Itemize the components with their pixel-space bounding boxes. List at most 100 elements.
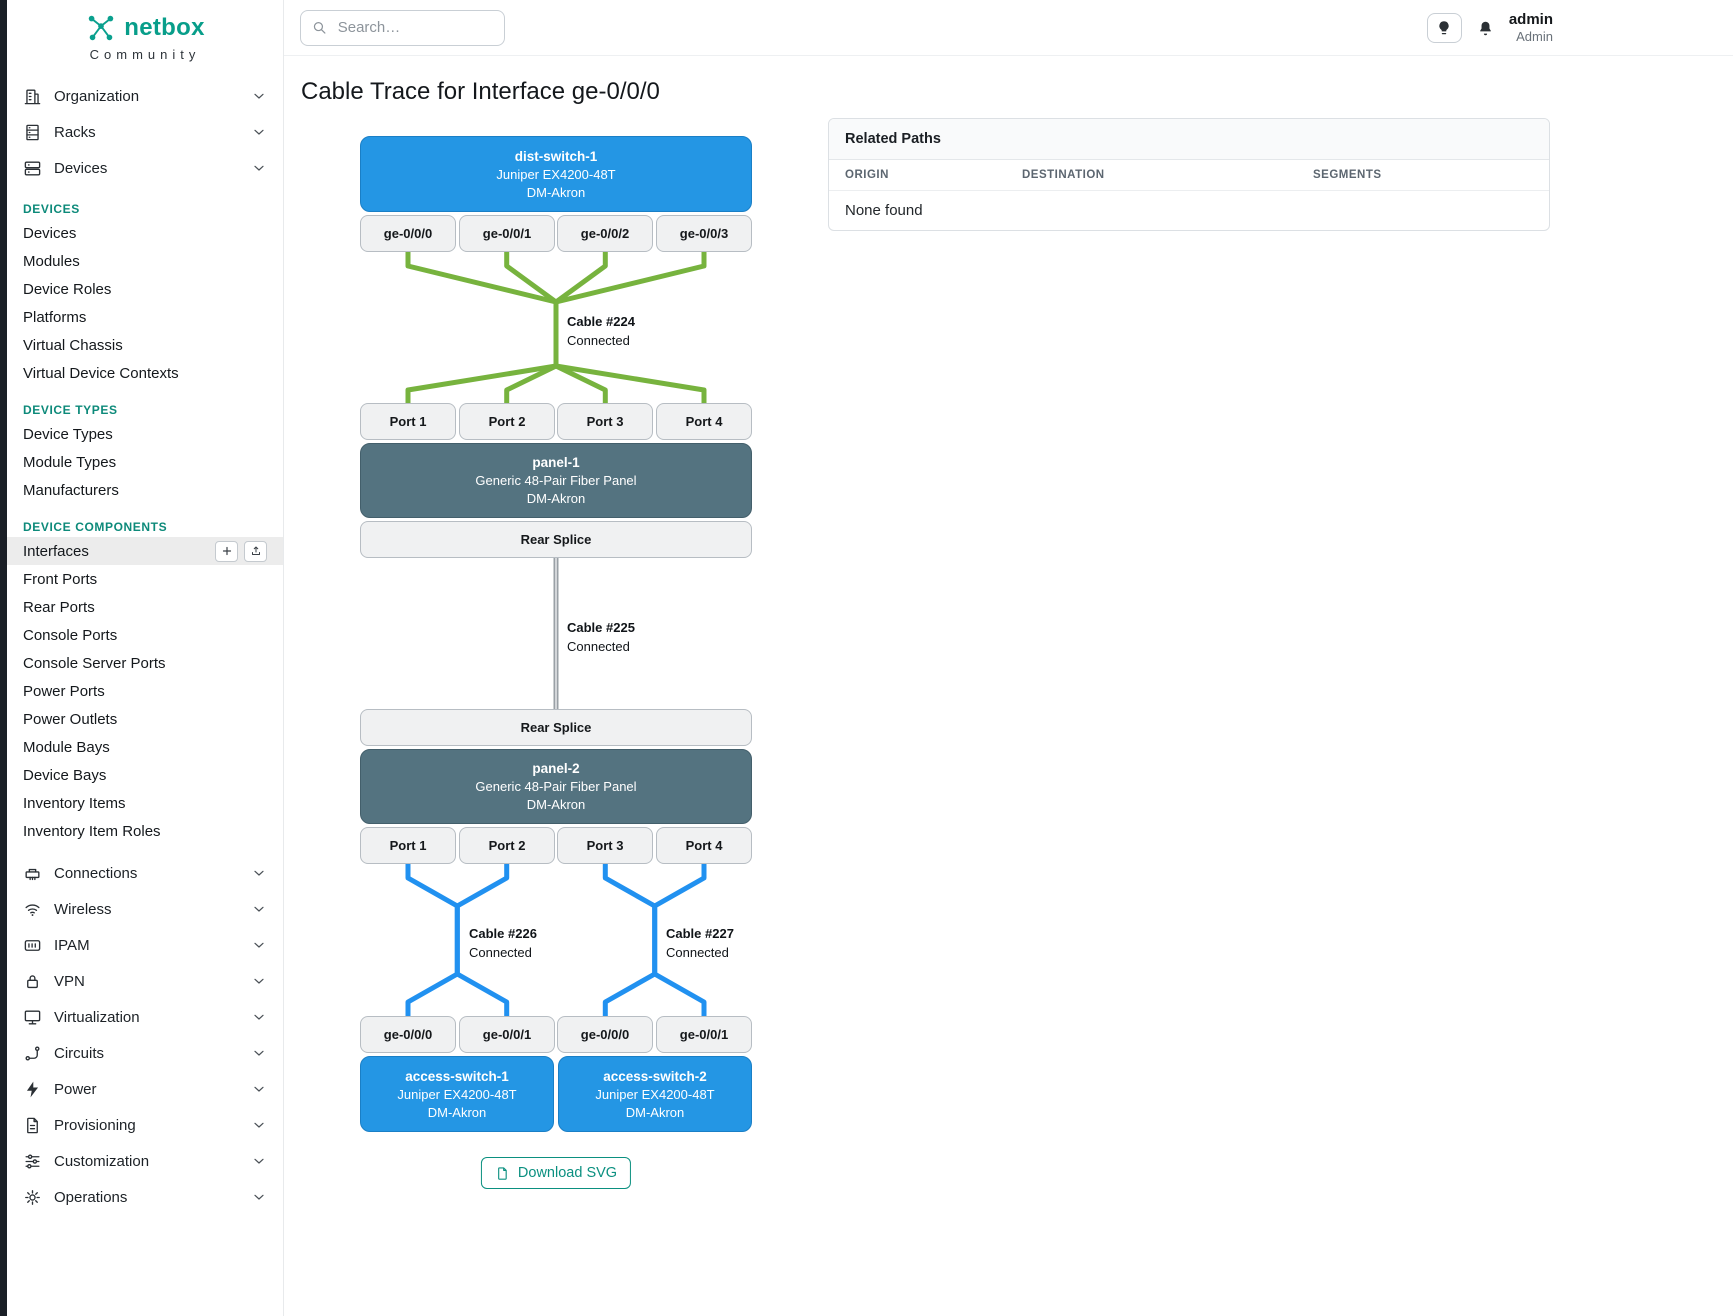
sidebar-heading-device-components: DEVICE COMPONENTS: [23, 520, 168, 534]
chevron-down-icon: [254, 870, 264, 876]
device-site: DM-Akron: [526, 184, 586, 200]
theme-toggle-button[interactable]: [1426, 13, 1462, 43]
sidebar-item-front-ports[interactable]: Front Ports: [23, 570, 98, 588]
front-port-box[interactable]: Port 4: [656, 403, 752, 440]
front-port-box[interactable]: Port 2: [459, 403, 555, 440]
sidebar-group-label: Organization: [54, 87, 140, 105]
sidebar-group-power[interactable]: Power: [7, 1071, 283, 1107]
sidebar-group-provisioning[interactable]: Provisioning: [7, 1107, 283, 1143]
chevron-down-icon: [254, 129, 264, 135]
cable-name: Cable #227: [666, 926, 734, 941]
sidebar: netbox Community Organization Racks Devi…: [0, 0, 284, 1316]
power-icon: [26, 1081, 39, 1097]
sidebar-item-inventory-item-roles[interactable]: Inventory Item Roles: [23, 822, 161, 840]
front-port-box[interactable]: Port 4: [656, 827, 752, 864]
interface-box[interactable]: ge-0/0/1: [656, 1016, 752, 1053]
front-port-box[interactable]: Port 1: [360, 403, 456, 440]
trace-device-access-switch-2[interactable]: access-switch-2 Juniper EX4200-48T DM-Ak…: [558, 1056, 752, 1132]
search-input[interactable]: [335, 18, 493, 37]
sidebar-item-device-types[interactable]: Device Types: [23, 425, 113, 443]
cable-label-225[interactable]: Cable #225 Connected: [567, 620, 635, 654]
sidebar-item-virtual-device-contexts[interactable]: Virtual Device Contexts: [23, 364, 179, 382]
cable-name: Cable #225: [567, 620, 635, 635]
cable-status: Connected: [469, 945, 532, 960]
sidebar-item-virtual-chassis[interactable]: Virtual Chassis: [23, 336, 123, 354]
sidebar-group-ipam[interactable]: IPAM: [7, 927, 283, 963]
interface-box[interactable]: ge-0/0/1: [459, 215, 555, 252]
brand-logo[interactable]: netbox Community: [7, 0, 283, 66]
sidebar-item-module-bays[interactable]: Module Bays: [23, 738, 110, 756]
notifications-button[interactable]: [1476, 19, 1495, 38]
sidebar-group-virtualization[interactable]: Virtualization: [7, 999, 283, 1035]
sidebar-item-device-bays[interactable]: Device Bays: [23, 766, 107, 784]
sidebar-group-label: Devices: [54, 159, 108, 177]
sidebar-group-racks[interactable]: Racks: [7, 114, 283, 150]
sidebar-item-platforms[interactable]: Platforms: [23, 308, 87, 326]
sidebar-group-circuits[interactable]: Circuits: [7, 1035, 283, 1071]
import-interfaces-button[interactable]: [244, 540, 267, 562]
sidebar-group-vpn[interactable]: VPN: [7, 963, 283, 999]
sidebar-item-devices[interactable]: Devices: [23, 224, 77, 242]
device-name: dist-switch-1: [514, 148, 598, 164]
cable-label-224[interactable]: Cable #224 Connected: [567, 314, 635, 348]
cable-label-227[interactable]: Cable #227 Connected: [666, 926, 734, 960]
sidebar-group-label: Virtualization: [54, 1008, 140, 1026]
sidebar-group-customization[interactable]: Customization: [7, 1143, 283, 1179]
sidebar-group-connections[interactable]: Connections: [7, 855, 283, 891]
sidebar-item-console-server-ports[interactable]: Console Server Ports: [23, 654, 166, 672]
sidebar-item-modules[interactable]: Modules: [23, 252, 80, 270]
cable-status: Connected: [567, 639, 630, 654]
global-search[interactable]: [300, 9, 505, 46]
sidebar-group-label: Customization: [54, 1152, 150, 1170]
sidebar-item-device-roles[interactable]: Device Roles: [23, 280, 112, 298]
sidebar-group-wireless[interactable]: Wireless: [7, 891, 283, 927]
sidebar-item-rear-ports[interactable]: Rear Ports: [23, 598, 95, 616]
trace-device-access-switch-1[interactable]: access-switch-1 Juniper EX4200-48T DM-Ak…: [360, 1056, 554, 1132]
sidebar-heading-devices: DEVICES: [23, 202, 80, 216]
sidebar-item-interfaces[interactable]: Interfaces: [7, 537, 283, 565]
sidebar-group-operations[interactable]: Operations: [7, 1179, 283, 1215]
sidebar-group-devices[interactable]: Devices: [7, 150, 283, 186]
sidebar-item-console-ports[interactable]: Console Ports: [23, 626, 118, 644]
add-interface-button[interactable]: [215, 540, 238, 562]
rear-port-box[interactable]: Rear Splice: [360, 521, 752, 558]
front-port-box[interactable]: Port 2: [459, 827, 555, 864]
sidebar-item-manufacturers[interactable]: Manufacturers: [23, 481, 119, 499]
sidebar-item-module-types[interactable]: Module Types: [23, 453, 117, 471]
device-name: access-switch-2: [603, 1068, 707, 1084]
front-port-box[interactable]: Port 3: [557, 827, 653, 864]
interface-box[interactable]: ge-0/0/3: [656, 215, 752, 252]
front-port-box[interactable]: Port 3: [557, 403, 653, 440]
ipam-icon: [24, 939, 41, 951]
chevron-down-icon: [254, 1122, 264, 1128]
devices-icon: [24, 160, 41, 176]
sidebar-group-organization[interactable]: Organization: [7, 78, 283, 114]
chevron-down-icon: [254, 165, 264, 171]
front-port-box[interactable]: Port 1: [360, 827, 456, 864]
rack-icon: [26, 124, 39, 140]
sidebar-item-inventory-items[interactable]: Inventory Items: [23, 794, 126, 812]
interface-box[interactable]: ge-0/0/0: [360, 215, 456, 252]
interface-box[interactable]: ge-0/0/1: [459, 1016, 555, 1053]
connections-icon: [25, 868, 40, 880]
cable-status: Connected: [666, 945, 729, 960]
sidebar-group-label: IPAM: [54, 936, 90, 954]
trace-device-dist-switch-1[interactable]: dist-switch-1 Juniper EX4200-48T DM-Akro…: [360, 136, 752, 212]
sidebar-item-power-ports[interactable]: Power Ports: [23, 682, 105, 700]
operations-icon: [25, 1189, 40, 1205]
chevron-down-icon: [254, 1194, 264, 1200]
rear-port-box[interactable]: Rear Splice: [360, 709, 752, 746]
interface-box[interactable]: ge-0/0/0: [557, 1016, 653, 1053]
bell-icon: [1479, 21, 1491, 35]
cable-trace-diagram: dist-switch-1 Juniper EX4200-48T DM-Akro…: [360, 136, 752, 1266]
main-area: admin Admin Cable Trace for Interface ge…: [284, 0, 1733, 1316]
sidebar-item-power-outlets[interactable]: Power Outlets: [23, 710, 118, 728]
download-svg-button[interactable]: Download SVG: [480, 1157, 632, 1189]
interface-box[interactable]: ge-0/0/2: [557, 215, 653, 252]
user-menu[interactable]: admin Admin: [1509, 11, 1553, 45]
trace-device-panel-2[interactable]: panel-2 Generic 48-Pair Fiber Panel DM-A…: [360, 749, 752, 824]
device-model: Generic 48-Pair Fiber Panel: [475, 473, 637, 488]
cable-label-226[interactable]: Cable #226 Connected: [469, 926, 537, 960]
trace-device-panel-1[interactable]: panel-1 Generic 48-Pair Fiber Panel DM-A…: [360, 443, 752, 518]
interface-box[interactable]: ge-0/0/0: [360, 1016, 456, 1053]
